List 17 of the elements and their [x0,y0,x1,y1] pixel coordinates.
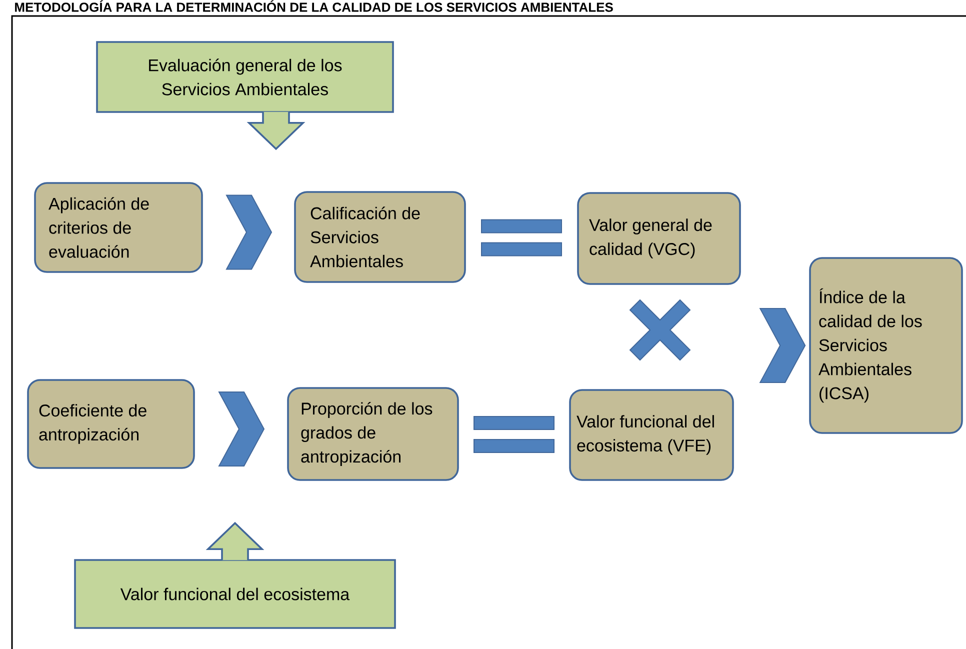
equals-sign [474,416,554,453]
process-box: Calificación de Servicios Ambientales [294,191,466,283]
callout-box: Valor funcional del ecosistema [74,559,396,629]
block-arrow [206,522,264,561]
chevron-arrow [759,308,806,383]
process-box: Valor general de calidad (VGC) [577,192,741,285]
process-box: Coeficiente de antropización [27,379,195,469]
figure-title: METODOLOGÍA PARA LA DETERMINACIÓN DE LA CALIDAD DE LOS SERVICIOS AMBIENTALES [15,0,613,12]
process-box: Valor funcional del ecosistema (VFE) [569,389,734,481]
chevron-arrow [218,392,265,466]
block-arrow [246,111,306,150]
equals-sign [481,219,562,256]
callout-box: Evaluación general de los Servicios Ambientales [96,41,394,113]
process-box: Aplicación de criterios de evaluación [34,182,203,273]
process-box: Índice de la calidad de los Servicios Ambientales (ICSA) [809,257,963,434]
process-box: Proporción de los grados de antropización [287,387,459,481]
chevron-arrow [226,194,272,270]
